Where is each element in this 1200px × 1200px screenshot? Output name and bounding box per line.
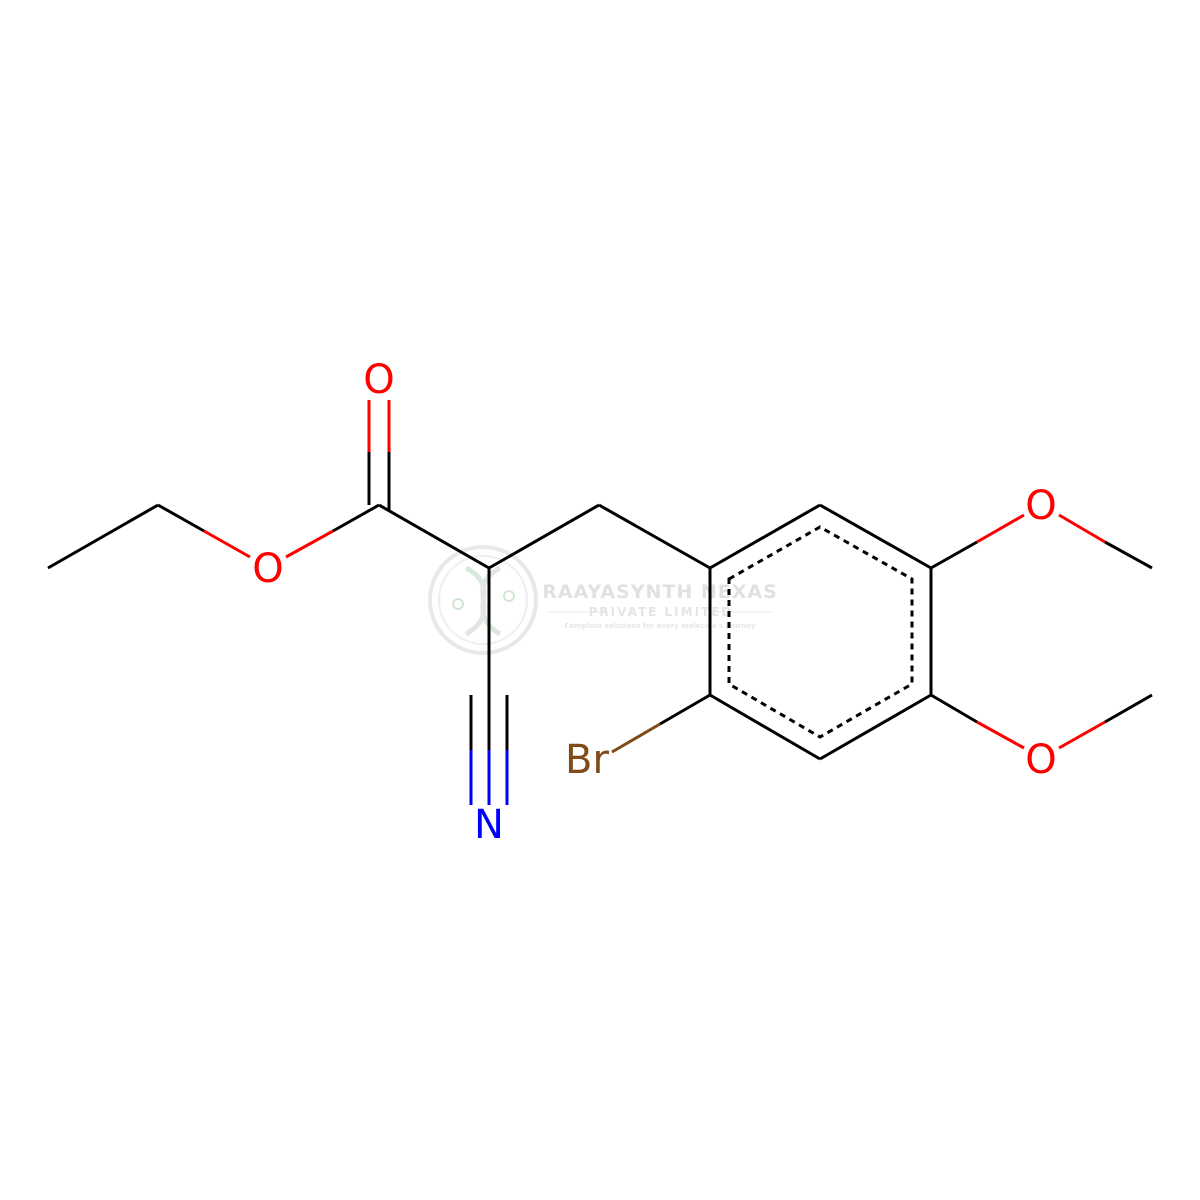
aromatic-ring-dashed: [727, 525, 914, 739]
bond-o-me-top-red: [1058, 513, 1106, 544]
atom-methoxy-oxygen-bottom: O: [1025, 737, 1056, 783]
watermark: RAAYASYNTH NEXAS PRIVATE LIMITED Complet…: [428, 545, 778, 655]
bond-ring-o-bottom-red: [976, 720, 1025, 750]
atom-bromine: Br: [565, 737, 609, 783]
bond-ch2-o-black: [157, 503, 205, 533]
bond-ring-br-brown: [611, 722, 661, 754]
bond-ring-br-black: [659, 693, 711, 726]
bond-o-c-black: [332, 503, 380, 533]
bond-o-me-top-black: [1104, 540, 1153, 570]
bond-c-alpha: [378, 503, 490, 570]
watermark-company: RAAYASYNTH NEXAS: [542, 581, 778, 603]
atom-ester-oxygen: O: [252, 546, 283, 592]
bond-ch2-ring: [598, 503, 711, 570]
atom-nitrile-nitrogen: N: [474, 802, 504, 848]
bond-o-me-bottom-red: [1058, 720, 1106, 750]
watermark-subtitle: PRIVATE LIMITED: [589, 605, 734, 619]
ring-bond-2: [819, 503, 932, 570]
bonds: [47, 400, 1153, 805]
bond-o-me-bottom-black: [1104, 693, 1153, 724]
bond-alpha-ch2: [488, 503, 600, 570]
atom-carbonyl-oxygen: O: [363, 357, 394, 403]
bond-ring-o-top-black: [930, 540, 978, 570]
ring-bond-5: [709, 693, 821, 761]
bond-ch3-ch2: [47, 503, 159, 570]
ring-bond-1: [709, 503, 821, 570]
ring-bond-4: [819, 693, 932, 761]
bond-ring-o-top-red: [976, 513, 1025, 544]
bond-ring-o-bottom-black: [930, 693, 978, 724]
bond-o-c-red: [285, 529, 334, 559]
atom-methoxy-oxygen-top: O: [1025, 483, 1056, 529]
bond-ch2-o-red: [203, 529, 251, 559]
watermark-tagline: Complete solutions for every molecule's …: [565, 622, 756, 630]
